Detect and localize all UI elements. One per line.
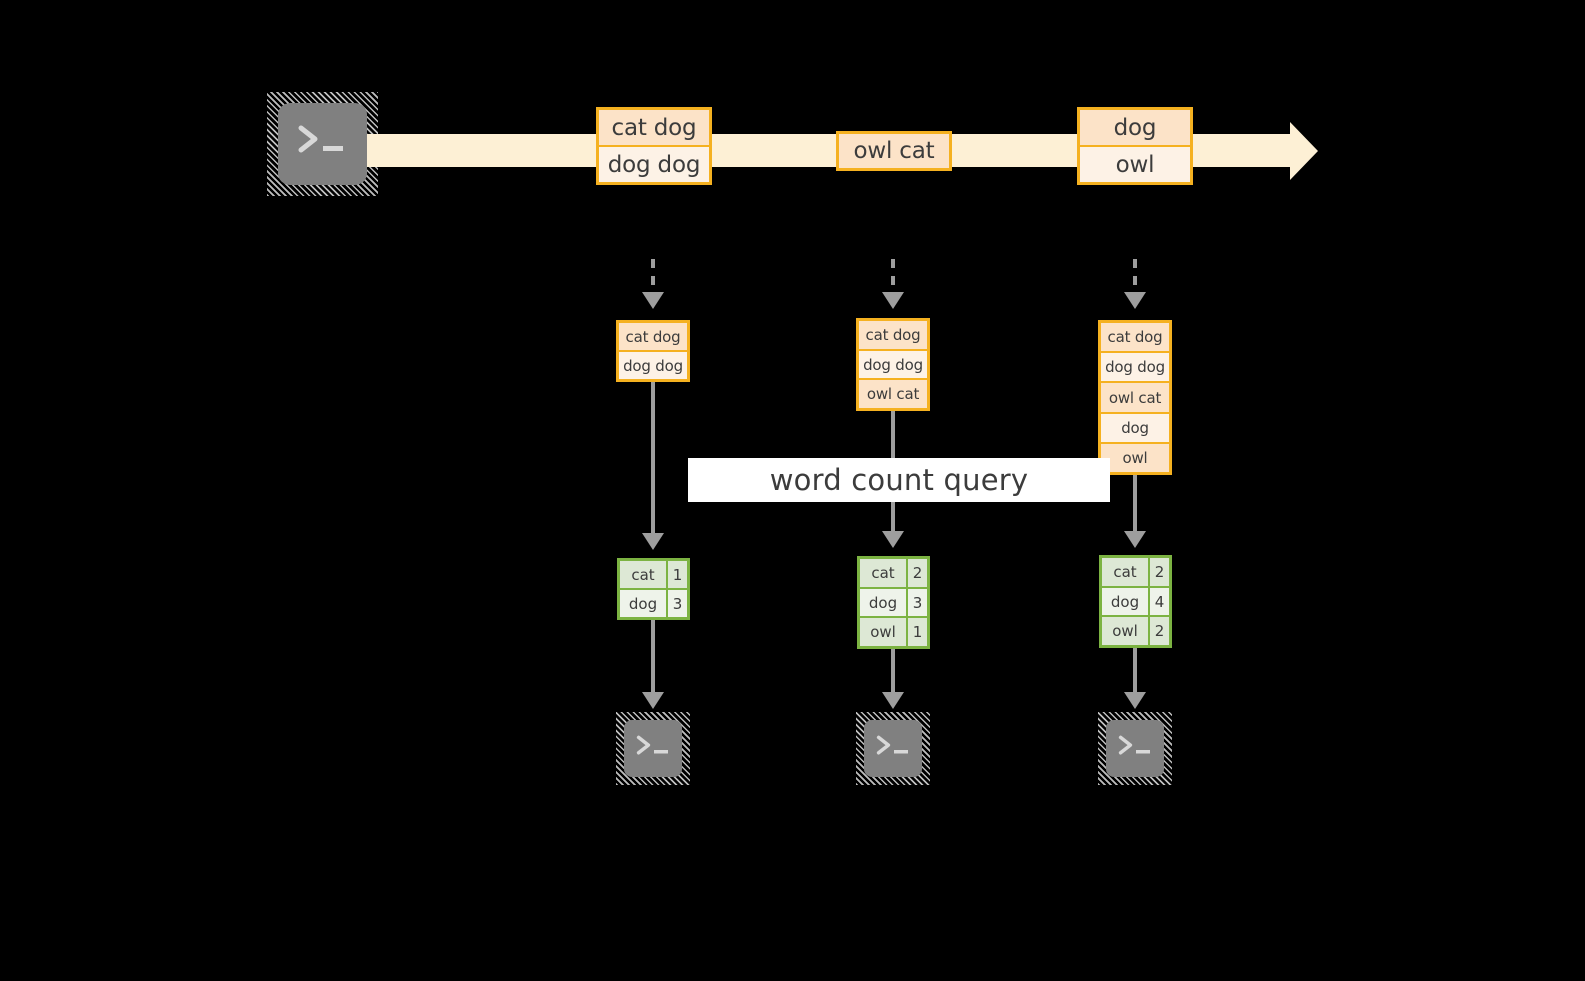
table-cell-word: cat xyxy=(620,561,666,588)
snapshot-2-output-line xyxy=(891,649,895,696)
snapshot-1-query-line xyxy=(651,382,655,537)
table-cell-count: 3 xyxy=(666,590,687,617)
record-line: owl cat xyxy=(1101,381,1169,412)
record-line: dog dog xyxy=(619,350,687,379)
snapshot-2-query-arrowhead xyxy=(882,531,904,548)
table-cell-count: 1 xyxy=(906,618,927,647)
table-cell-word: dog xyxy=(620,590,666,617)
table-cell-count: 2 xyxy=(1148,558,1169,586)
table-cell-word: cat xyxy=(1102,558,1148,586)
snapshot-1-output-line xyxy=(651,620,655,696)
table-cell-word: owl xyxy=(1102,617,1148,646)
table-row: owl 1 xyxy=(860,616,927,647)
record-line: cat dog xyxy=(859,321,927,349)
snapshot-3-query-line xyxy=(1133,475,1137,535)
snapshot-3-trigger-line xyxy=(1133,259,1137,296)
table-row: dog 3 xyxy=(860,586,927,617)
snapshot-3-output-arrowhead xyxy=(1124,692,1146,709)
terminal-prompt-icon xyxy=(298,125,343,153)
table-row: dog 3 xyxy=(620,588,687,617)
table-cell-count: 1 xyxy=(666,561,687,588)
source-terminal-icon xyxy=(267,92,378,196)
table-cell-count: 3 xyxy=(906,588,927,617)
table-cell-word: cat xyxy=(860,559,906,587)
snapshot-3-sink-terminal-icon xyxy=(1098,712,1172,785)
snapshot-1-records: cat dog dog dog xyxy=(616,320,690,382)
table-cell-count: 2 xyxy=(906,559,927,587)
table-cell-word: owl xyxy=(860,618,906,647)
table-row: dog 4 xyxy=(1102,585,1169,616)
snapshot-2-sink-terminal-icon xyxy=(856,712,930,785)
record-line: dog dog xyxy=(859,348,927,379)
snapshot-1-trigger-line xyxy=(651,259,655,296)
table-cell-count: 2 xyxy=(1148,617,1169,646)
snapshot-3-records: cat dog dog dog owl cat dog owl xyxy=(1098,320,1172,475)
stream-message-line: cat dog xyxy=(599,110,709,145)
stream-message-line: owl xyxy=(1080,145,1190,182)
terminal-prompt-icon xyxy=(1118,735,1150,755)
record-line: dog dog xyxy=(1101,351,1169,382)
record-line: owl cat xyxy=(859,378,927,409)
terminal-body xyxy=(278,103,367,185)
terminal-body xyxy=(1106,720,1164,777)
terminal-body xyxy=(864,720,922,777)
stream-message-line: dog dog xyxy=(599,145,709,182)
query-label: word count query xyxy=(688,458,1110,502)
record-line: cat dog xyxy=(619,323,687,350)
snapshot-3-trigger-arrowhead xyxy=(1124,292,1146,309)
table-row: cat 2 xyxy=(860,559,927,587)
stream-message-3: dog owl xyxy=(1077,107,1193,185)
stream-message-line: owl cat xyxy=(839,134,949,168)
table-row: cat 1 xyxy=(620,561,687,588)
snapshot-1-result-table: cat 1 dog 3 xyxy=(617,558,690,620)
snapshot-3-output-line xyxy=(1133,648,1137,696)
stream-message-1: cat dog dog dog xyxy=(596,107,712,185)
query-label-text: word count query xyxy=(769,463,1029,497)
stream-message-line: dog xyxy=(1080,110,1190,145)
record-line: owl xyxy=(1101,441,1169,473)
table-cell-count: 4 xyxy=(1148,587,1169,616)
snapshot-1-sink-terminal-icon xyxy=(616,712,690,785)
snapshot-2-records: cat dog dog dog owl cat xyxy=(856,318,930,411)
snapshot-2-trigger-arrowhead xyxy=(882,292,904,309)
snapshot-1-query-arrowhead xyxy=(642,533,664,550)
record-line: dog xyxy=(1101,411,1169,442)
table-cell-word: dog xyxy=(860,588,906,617)
snapshot-1-output-arrowhead xyxy=(642,692,664,709)
snapshot-2-trigger-line xyxy=(891,259,895,296)
terminal-body xyxy=(624,720,682,777)
snapshot-2-output-arrowhead xyxy=(882,692,904,709)
event-stream-arrowhead xyxy=(1290,122,1318,180)
terminal-prompt-icon xyxy=(876,735,908,755)
snapshot-3-result-table: cat 2 dog 4 owl 2 xyxy=(1099,555,1172,648)
stream-message-2: owl cat xyxy=(836,131,952,171)
terminal-prompt-icon xyxy=(636,735,668,755)
table-row: cat 2 xyxy=(1102,558,1169,586)
record-line: cat dog xyxy=(1101,323,1169,352)
table-row: owl 2 xyxy=(1102,615,1169,646)
snapshot-2-result-table: cat 2 dog 3 owl 1 xyxy=(857,556,930,649)
snapshot-3-query-arrowhead xyxy=(1124,531,1146,548)
snapshot-1-trigger-arrowhead xyxy=(642,292,664,309)
table-cell-word: dog xyxy=(1102,587,1148,616)
